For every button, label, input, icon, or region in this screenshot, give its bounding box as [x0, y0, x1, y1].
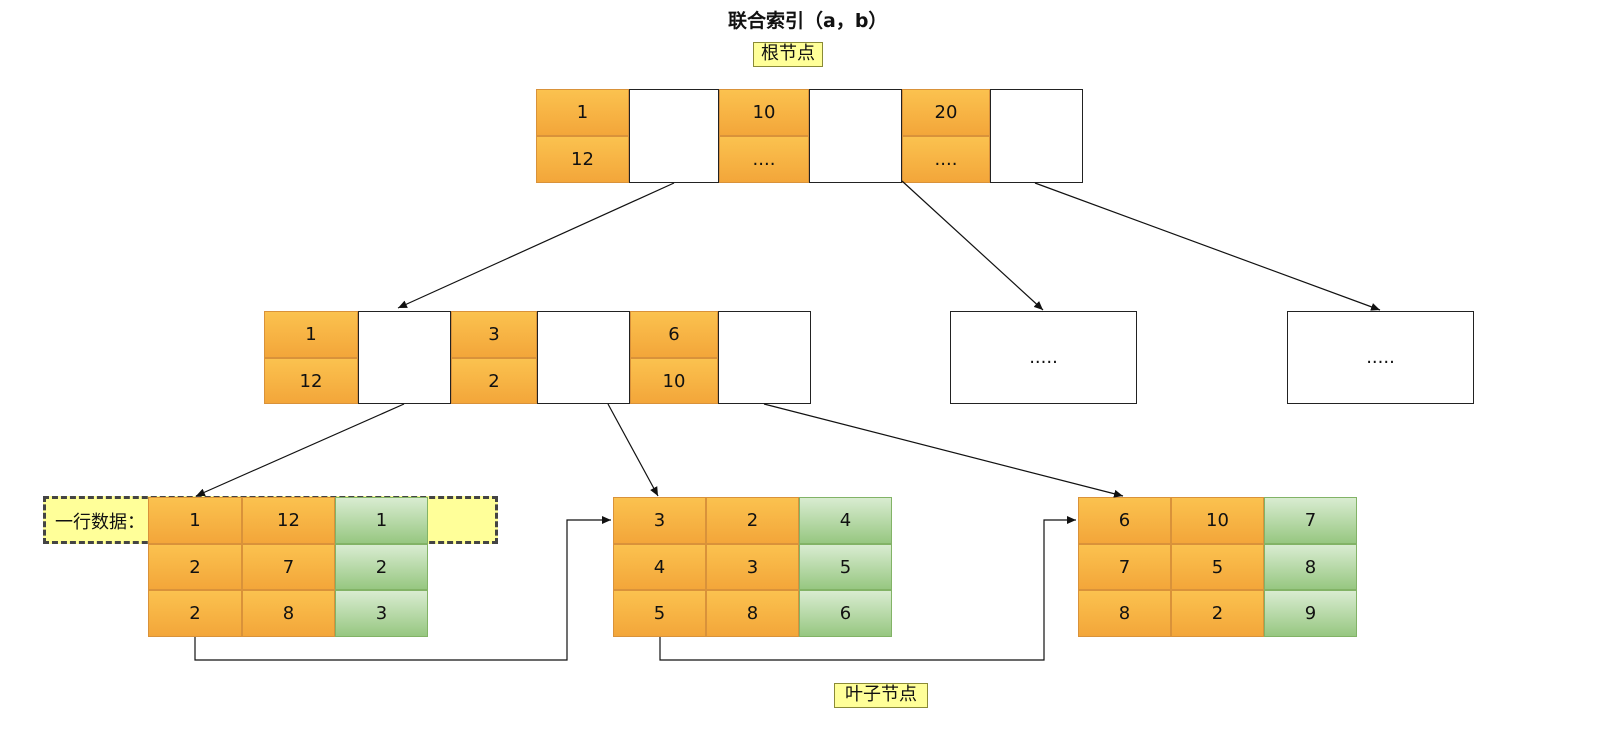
internal-pointer: [537, 311, 630, 404]
leaf-key-b: 3: [706, 544, 799, 590]
root-key-a: 10: [719, 89, 809, 136]
leaf-row-id: 5: [799, 544, 892, 590]
leaf-key-b: 5: [1171, 544, 1264, 590]
internal-key-b: 10: [630, 358, 718, 404]
leaf-key-a: 1: [148, 497, 242, 544]
leaf-key-b: 7: [242, 544, 335, 590]
leaf-key-a: 8: [1078, 590, 1171, 637]
leaf-row-id: 3: [335, 590, 428, 637]
root-key-b: 12: [536, 136, 629, 183]
leaf-key-a: 6: [1078, 497, 1171, 544]
leaf-row-id: 1: [335, 497, 428, 544]
leaf-key-a: 2: [148, 544, 242, 590]
root-pointer: [809, 89, 902, 183]
leaf-key-b: 8: [242, 590, 335, 637]
leaf-key-a: 2: [148, 590, 242, 637]
leaf-key-b: 8: [706, 590, 799, 637]
internal-key-a: 3: [451, 311, 537, 358]
internal-key-b: 12: [264, 358, 358, 404]
leaf-key-a: 7: [1078, 544, 1171, 590]
leaf-row-id: 2: [335, 544, 428, 590]
leaf-key-a: 5: [613, 590, 706, 637]
leaf-link-arrow: [659, 516, 1076, 661]
leaf-row-id: 9: [1264, 590, 1357, 637]
internal-pointer: [358, 311, 451, 404]
root-pointer: [629, 89, 719, 183]
collapsed-node: .....: [1287, 311, 1474, 404]
root-node-label: 根节点: [753, 42, 823, 67]
leaf-key-a: 4: [613, 544, 706, 590]
root-key-b: ....: [902, 136, 990, 183]
arrow-internal-to-leaf: [763, 403, 1124, 498]
collapsed-node: .....: [950, 311, 1137, 404]
root-key-a: 20: [902, 89, 990, 136]
arrow-internal-to-leaf: [607, 403, 659, 497]
row-data-label: 一行数据：: [55, 512, 145, 533]
arrow-internal-to-leaf: [195, 403, 405, 497]
leaf-row-id: 4: [799, 497, 892, 544]
leaf-row-id: 7: [1264, 497, 1357, 544]
leaf-link-arrow: [194, 516, 611, 661]
leaf-key-b: 2: [706, 497, 799, 544]
leaf-key-b: 12: [242, 497, 335, 544]
internal-key-a: 6: [630, 311, 718, 358]
leaf-key-b: 10: [1171, 497, 1264, 544]
internal-key-a: 1: [264, 311, 358, 358]
root-key-a: 1: [536, 89, 629, 136]
root-key-b: ....: [719, 136, 809, 183]
leaf-key-b: 2: [1171, 590, 1264, 637]
root-pointer: [990, 89, 1083, 183]
diagram-title: 联合索引（a，b）: [728, 10, 888, 32]
arrow-root-to-collapsed-node: [1034, 182, 1381, 311]
internal-key-b: 2: [451, 358, 537, 404]
arrow-root-to-collapsed-node: [901, 180, 1044, 311]
leaf-key-a: 3: [613, 497, 706, 544]
leaf-node-label: 叶子节点: [834, 683, 928, 708]
internal-pointer: [718, 311, 811, 404]
arrow-root-to-internal: [397, 182, 675, 309]
leaf-row-id: 8: [1264, 544, 1357, 590]
leaf-row-id: 6: [799, 590, 892, 637]
